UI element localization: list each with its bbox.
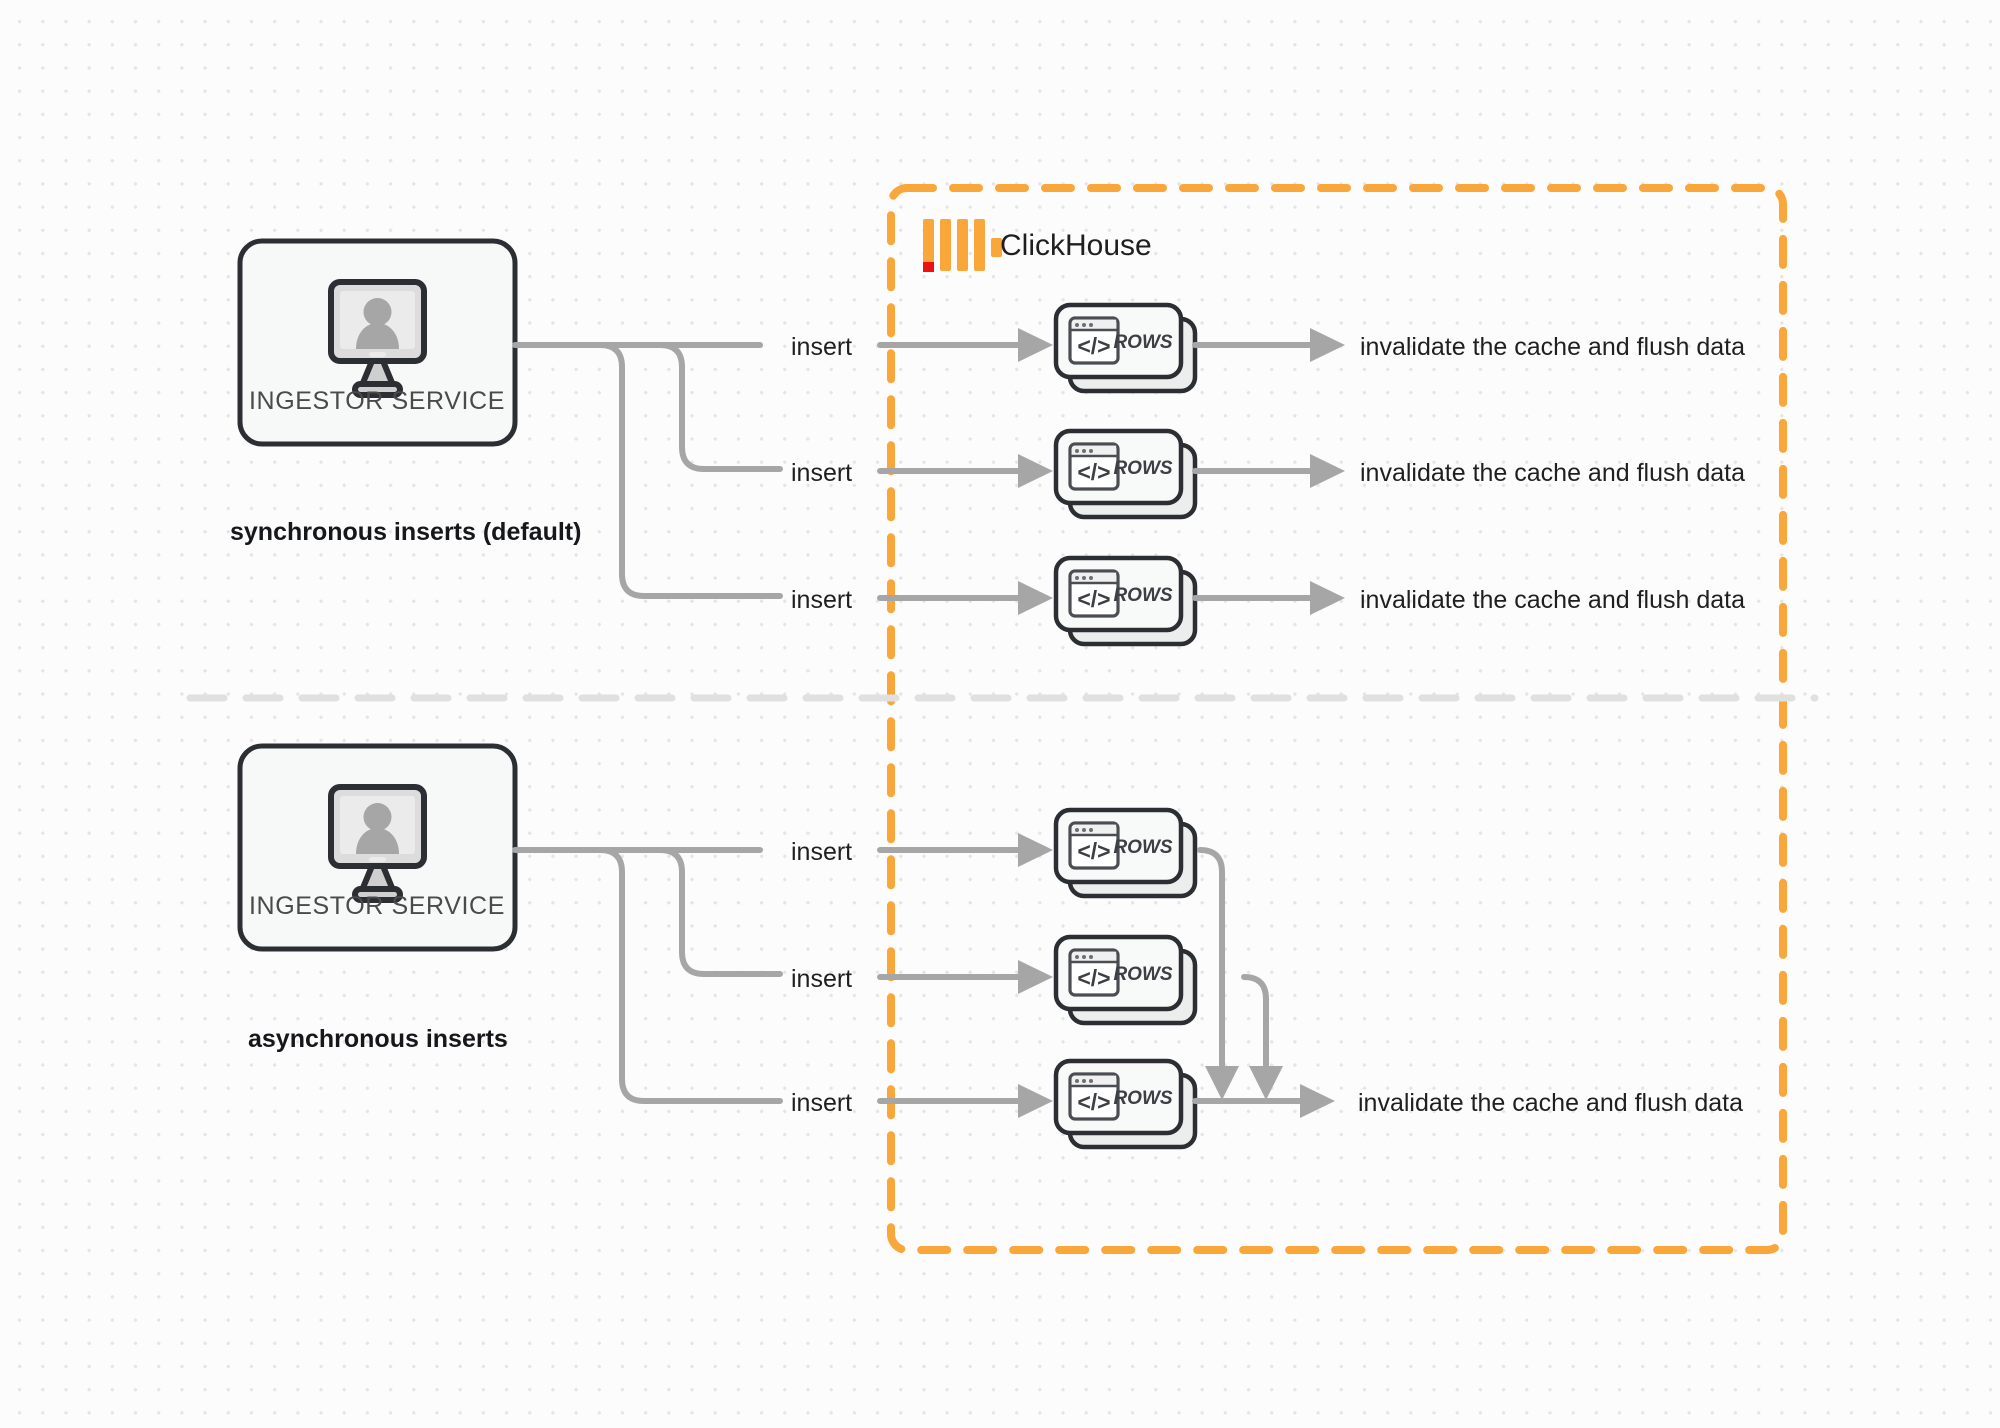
ingestor-node-async[interactable]: INGESTOR SERVICE [237, 743, 518, 952]
result-label-async-merged: invalidate the cache and flush data [1358, 1089, 1743, 1117]
insert-label-async-2: insert [791, 965, 852, 993]
rows-card-async-1[interactable]: </> ROWS [1053, 807, 1198, 899]
result-label-sync-1: invalidate the cache and flush data [1360, 333, 1745, 361]
insert-label-async-1: insert [791, 838, 852, 866]
code-window-icon: </> [1068, 948, 1120, 997]
ingestor-node-sync-label: INGESTOR SERVICE [249, 387, 505, 415]
insert-label-sync-2: insert [791, 459, 852, 487]
rows-card-sync-2[interactable]: </> ROWS [1053, 428, 1198, 520]
svg-text:</>: </> [1077, 1089, 1110, 1115]
svg-text:</>: </> [1077, 838, 1110, 864]
arrowhead-icon [1310, 454, 1345, 488]
code-window-icon: </> [1068, 1072, 1120, 1121]
rows-card-async-3[interactable]: </> ROWS [1053, 1058, 1198, 1150]
result-label-sync-2: invalidate the cache and flush data [1360, 459, 1745, 487]
monitor-user-icon [328, 279, 427, 398]
arrowhead-icon [1018, 1084, 1053, 1118]
caption-asynchronous: asynchronous inserts [248, 1025, 508, 1053]
ingestor-node-async-label: INGESTOR SERVICE [249, 892, 505, 920]
arrowhead-icon [1300, 1084, 1335, 1118]
rows-card-async-3-label: ROWS [1113, 1088, 1172, 1109]
arrowhead-icon [1018, 833, 1053, 867]
clickhouse-logo-icon [923, 219, 1002, 272]
code-window-icon: </> [1068, 569, 1120, 618]
svg-text:</>: </> [1077, 965, 1110, 991]
arrowhead-icon [1018, 328, 1053, 362]
async-merge-paths [1192, 847, 1335, 1118]
arrowhead-down-icon [1205, 1066, 1239, 1100]
code-window-icon: </> [1068, 316, 1120, 365]
insert-label-async-3: insert [791, 1089, 852, 1117]
insert-label-sync-3: insert [791, 586, 852, 614]
flow-row-async-1: insert </> ROWS [791, 807, 1198, 899]
ingestor-node-sync[interactable]: INGESTOR SERVICE [237, 238, 518, 447]
code-window-icon: </> [1068, 821, 1120, 870]
clickhouse-boundary [887, 184, 1787, 1254]
fanout-async [512, 847, 783, 1104]
svg-text:</>: </> [1077, 333, 1110, 359]
flow-row-sync-3: insert </> ROWS [791, 555, 1745, 647]
rows-card-sync-2-label: ROWS [1113, 458, 1172, 479]
rows-card-sync-3-label: ROWS [1113, 585, 1172, 606]
section-asynchronous: INGESTOR SERVICE asynchronous inserts in… [237, 743, 1743, 1150]
flow-row-sync-2: insert </> ROWS [791, 428, 1745, 520]
rows-card-sync-1[interactable]: </> ROWS [1053, 302, 1198, 394]
arrowhead-icon [1310, 581, 1345, 615]
arrowhead-icon [1310, 328, 1345, 362]
svg-text:</>: </> [1077, 459, 1110, 485]
rows-card-async-2-label: ROWS [1113, 964, 1172, 985]
fanout-sync [512, 342, 783, 599]
arrowhead-down-icon [1249, 1066, 1283, 1100]
rows-card-async-1-label: ROWS [1113, 837, 1172, 858]
insert-label-sync-1: insert [791, 333, 852, 361]
rows-card-sync-3[interactable]: </> ROWS [1053, 555, 1198, 647]
section-synchronous: INGESTOR SERVICE synchronous inserts (de… [230, 238, 1745, 647]
svg-text:</>: </> [1077, 586, 1110, 612]
monitor-user-icon [328, 784, 427, 903]
result-label-sync-3: invalidate the cache and flush data [1360, 586, 1745, 614]
code-window-icon: </> [1068, 442, 1120, 491]
arrowhead-icon [1018, 454, 1053, 488]
arrowhead-icon [1018, 581, 1053, 615]
flow-row-sync-1: insert </> ROWS [791, 302, 1745, 394]
flow-row-async-2: insert </> ROWS [791, 934, 1198, 1026]
flow-row-async-3: insert </> ROWS [791, 1058, 1198, 1150]
clickhouse-brand-label: ClickHouse [1000, 229, 1152, 262]
rows-card-async-2[interactable]: </> ROWS [1053, 934, 1198, 1026]
rows-card-sync-1-label: ROWS [1113, 332, 1172, 353]
caption-synchronous: synchronous inserts (default) [230, 518, 581, 546]
arrowhead-icon [1018, 960, 1053, 994]
